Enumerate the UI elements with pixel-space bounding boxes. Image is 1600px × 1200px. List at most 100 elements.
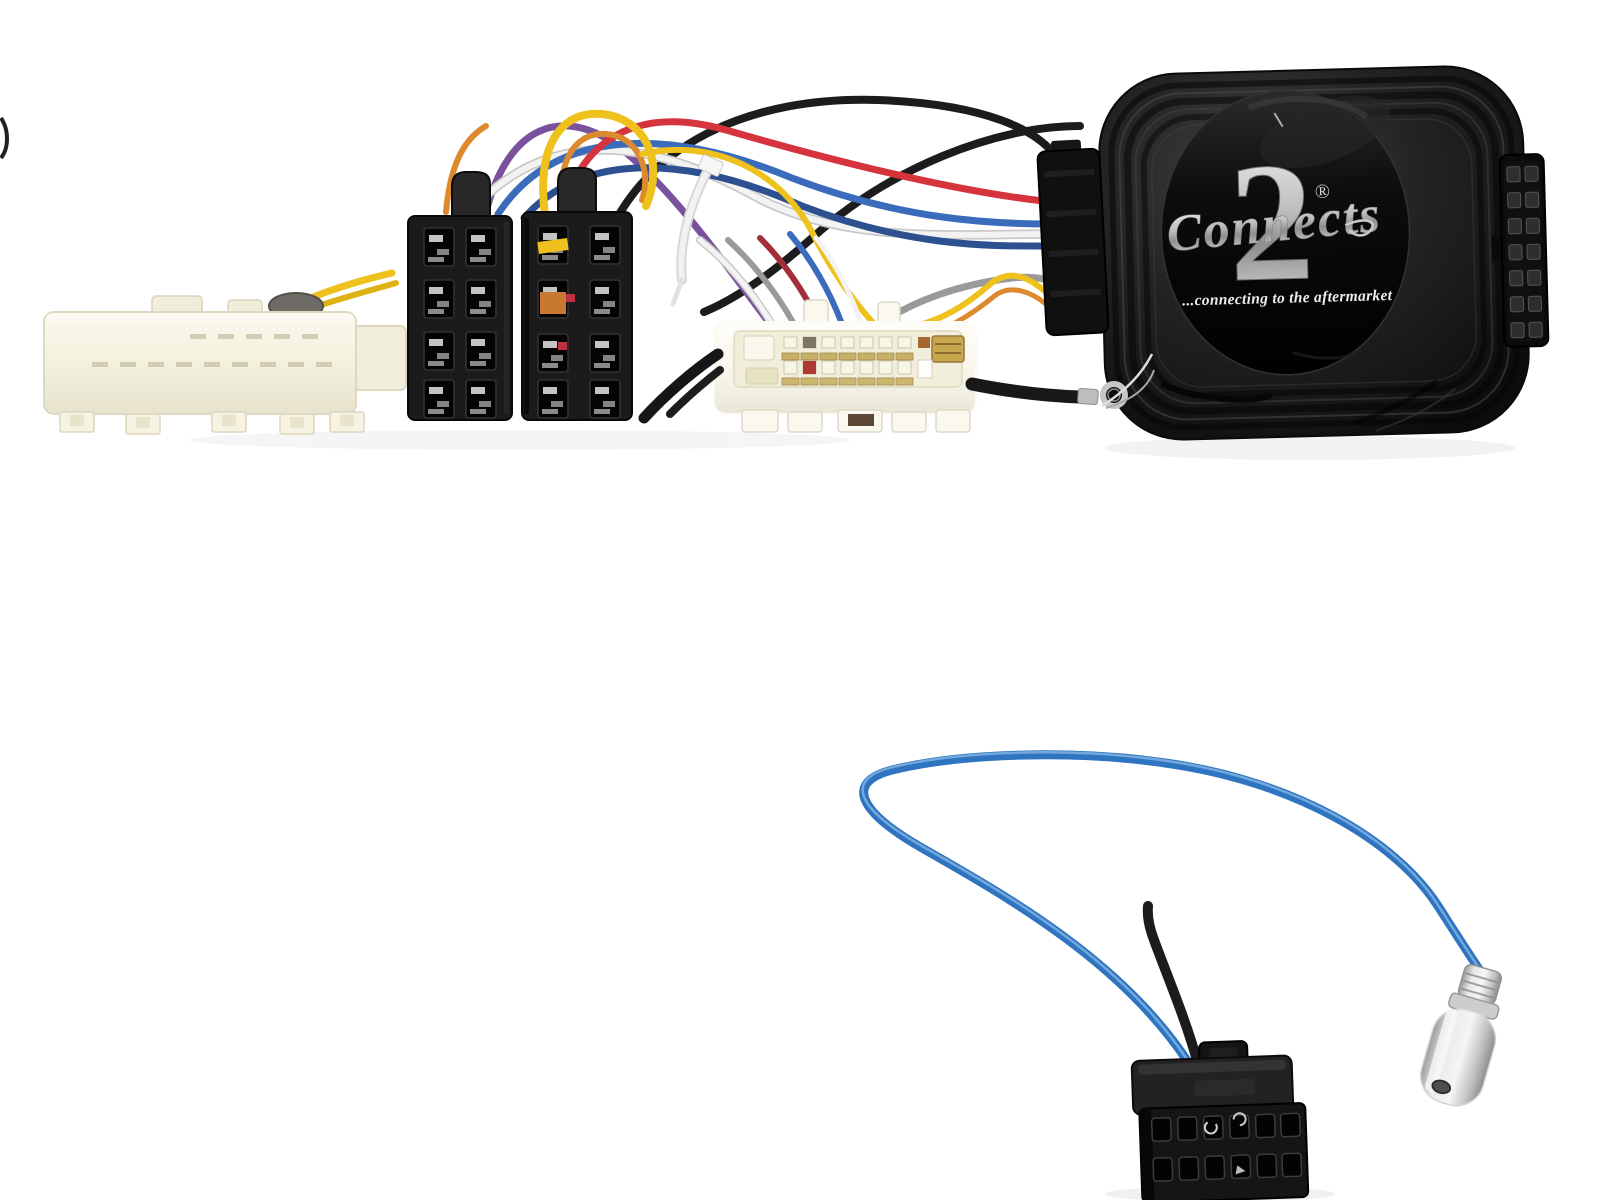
iso-pin-slot bbox=[589, 379, 621, 419]
crimp-ridge bbox=[1463, 979, 1497, 992]
input-block-ridge bbox=[1048, 248, 1099, 258]
pin-cavity bbox=[1279, 1112, 1302, 1138]
pin-cavity bbox=[1230, 1154, 1252, 1180]
iso-pin-slot bbox=[423, 331, 455, 371]
logo-registered-mark: ® bbox=[1315, 181, 1331, 203]
iso-pin-slot bbox=[465, 227, 497, 267]
crimp-ridge bbox=[1460, 987, 1495, 999]
wire-entry-gray bbox=[725, 237, 797, 327]
wire-entry-white-2 bbox=[813, 235, 865, 329]
black-cable-left-2 bbox=[666, 366, 724, 418]
input-block-ridge bbox=[1044, 168, 1095, 178]
pin-cavity bbox=[1256, 1153, 1278, 1179]
iso-pin-slot bbox=[589, 333, 621, 373]
iso-pin-slot bbox=[423, 279, 455, 319]
white-pin bbox=[917, 359, 933, 379]
iso-pin-slot bbox=[465, 331, 497, 371]
port-pin-slot bbox=[1525, 217, 1541, 234]
input-block-ridge bbox=[1050, 288, 1101, 298]
connector-rear-step bbox=[351, 325, 407, 391]
pin-metal-clip bbox=[1232, 1112, 1247, 1127]
large-pin-slot bbox=[743, 335, 775, 361]
pin-cavity bbox=[1176, 1115, 1199, 1142]
antenna-cable-blue bbox=[859, 750, 1486, 1067]
crimp-ridge bbox=[1465, 972, 1499, 984]
cable-tie-tail bbox=[670, 277, 685, 307]
iso-pin-slot bbox=[423, 379, 455, 419]
port-pin-slot bbox=[1526, 243, 1541, 260]
pin-cavity bbox=[1281, 1152, 1303, 1178]
pin-cavity bbox=[1204, 1155, 1226, 1181]
interface-box-side-port bbox=[1491, 153, 1550, 348]
box-input-connector bbox=[1036, 139, 1110, 337]
gold-terminal-block bbox=[931, 335, 965, 363]
input-block-housing bbox=[1036, 147, 1110, 337]
logo-tagline: ...connecting to the aftermarket bbox=[1182, 287, 1393, 310]
vehicle-connector-male bbox=[43, 269, 407, 435]
antenna-adapter bbox=[859, 750, 1503, 1200]
wire-orange-stub bbox=[443, 123, 489, 215]
antenna-connector-12pin bbox=[1130, 1040, 1310, 1200]
red-pin bbox=[803, 361, 816, 374]
case-scratch-small bbox=[1292, 347, 1364, 360]
port-pin-slot bbox=[1506, 166, 1521, 183]
connector-latch-band bbox=[1194, 1078, 1255, 1097]
box-shadow bbox=[1105, 436, 1515, 460]
iso-pin-slot bbox=[537, 333, 569, 373]
photo-edge-artifact bbox=[0, 116, 9, 160]
wire-yellow-loop bbox=[539, 109, 658, 218]
pin-cavity bbox=[1152, 1156, 1174, 1183]
dome-scratch bbox=[1273, 112, 1284, 128]
port-pin-slot bbox=[1506, 192, 1522, 209]
ground-cables bbox=[638, 348, 1087, 424]
case-scratch bbox=[1160, 381, 1273, 403]
port-notch bbox=[1491, 235, 1503, 262]
pin-cavity bbox=[1254, 1113, 1277, 1139]
pin-row-bottom bbox=[781, 359, 933, 386]
iso-edge-highlight bbox=[504, 222, 509, 414]
connector-feet bbox=[59, 411, 365, 435]
antenna-black-wire bbox=[1142, 901, 1203, 1069]
interface-box-gloss-dome bbox=[1160, 90, 1411, 376]
wire-entry-white bbox=[697, 237, 775, 327]
wire-black-cross bbox=[700, 122, 1084, 316]
plug-sheen bbox=[1425, 1008, 1458, 1093]
iso-red-dot bbox=[558, 342, 567, 350]
iso-connector-left bbox=[407, 171, 513, 421]
port-pin-slot bbox=[1509, 270, 1524, 287]
foot-dark-slot bbox=[848, 414, 874, 426]
iso-pin-slot bbox=[589, 225, 621, 265]
black-cable-left bbox=[638, 348, 724, 424]
plug-tip-socket bbox=[1431, 1079, 1452, 1095]
antenna-cable-highlight bbox=[861, 751, 1482, 1061]
port-pin-slot bbox=[1527, 269, 1542, 286]
pin-cavity bbox=[1178, 1155, 1200, 1182]
connector-body bbox=[43, 311, 357, 415]
port-pin-slot bbox=[1508, 244, 1523, 261]
iso-latch bbox=[451, 171, 491, 221]
logo-swash bbox=[1344, 219, 1374, 237]
din-antenna-plug bbox=[1419, 963, 1503, 1107]
wire-white bbox=[469, 146, 1055, 238]
port-pin-slot bbox=[1509, 296, 1525, 313]
ring-crimp bbox=[1077, 388, 1099, 405]
connector-top-ledge bbox=[46, 314, 354, 322]
pin-cavity bbox=[1150, 1116, 1173, 1143]
port-pin-slot bbox=[1510, 322, 1525, 339]
rib-diagonal bbox=[1353, 378, 1439, 426]
iso-pin-slot bbox=[465, 279, 497, 319]
vehicle-connector-female bbox=[713, 299, 977, 433]
connector-side-shade bbox=[1139, 1108, 1155, 1200]
iso-pin-slot bbox=[537, 379, 569, 419]
input-block-ridge bbox=[1046, 208, 1097, 218]
logo-numeral: 2 bbox=[1226, 127, 1316, 317]
wire-blue-1 bbox=[494, 140, 1056, 228]
connects2-logo: 2 Connects ® ...connecting to the afterm… bbox=[1164, 127, 1393, 318]
wire-entry-blue bbox=[787, 231, 845, 327]
connector-feet bbox=[741, 409, 971, 433]
cable-tie-head bbox=[697, 154, 724, 177]
port-pin-slot bbox=[1524, 165, 1539, 182]
iso-latch bbox=[557, 167, 597, 215]
